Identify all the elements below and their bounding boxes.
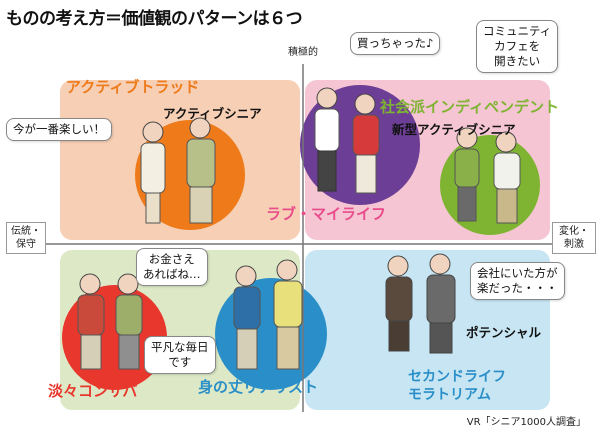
person-figure [454,127,480,222]
person-figure [77,273,105,370]
group-label-love-mylife: ラブ・マイライフ [266,205,387,223]
quote-bubble-mi-no-take: お金さえ あればね… [136,248,208,286]
person-figure [385,255,413,352]
person-figure [314,87,340,192]
person-figure [352,93,380,194]
quote-bubble-love-mylife: 買っちゃった♪ [350,32,441,55]
group-sub-active-trad: アクティブシニア [163,106,262,121]
quote-bubble-tantan: 平凡な毎日 です [144,336,216,374]
group-label-active-trad: アクティブトラッド [66,78,200,96]
person-figure [186,117,216,224]
axis-label-top: 積極的 [288,47,318,58]
person-figure [426,253,456,354]
axis-label-left: 伝統・ 保守 [6,222,46,254]
group-sub-second-life: ポテンシャル [466,325,542,340]
page-title: ものの考え方＝価値観のパターンは６つ [6,9,303,29]
person-figure [493,131,521,224]
group-sub-social-indep: 新型アクティブシニア [392,122,516,137]
source-credit: VR「シニア1000人調査」 [466,417,586,428]
person-figure [115,273,143,370]
quote-bubble-second-life: 会社にいた方が 楽だった・・・ [470,262,565,300]
group-label-mi-no-take: 身の丈リアリスト [198,378,319,396]
person-figure [273,259,303,370]
group-label-social-indep: 社会派インディペンデント [380,98,559,116]
quote-bubble-social-indep: コミュニティ カフェを 開きたい [476,20,559,73]
axis-label-right: 変化・ 刺激 [552,222,596,254]
person-figure [140,121,166,224]
quote-bubble-active-trad: 今が一番楽しい！ [6,118,112,141]
group-label-second-life: セカンドライフ モラトリアム [408,369,506,403]
group-label-tantan: 淡々コンサバ [48,382,138,400]
person-figure [233,265,261,370]
